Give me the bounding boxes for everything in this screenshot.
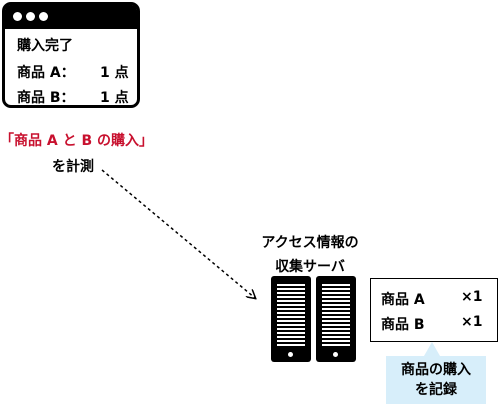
record-item-name: 商品 B xyxy=(381,317,425,333)
record-callout: 商品の購入 を記録 xyxy=(386,356,486,404)
record-item-qty: ×1 xyxy=(461,289,483,305)
window-title: 購入完了 xyxy=(17,38,73,54)
callout-tail xyxy=(424,342,440,356)
purchase-record-box: 商品 A ×1 商品 B ×1 xyxy=(370,278,498,342)
record-item-qty: ×1 xyxy=(461,314,483,330)
callout-line2: を記録 xyxy=(415,382,457,398)
server-icon xyxy=(271,276,311,362)
callout-line1: 商品の購入 xyxy=(401,362,471,378)
measure-action-caption: を計測 xyxy=(52,159,94,175)
measure-target-caption: 「商品 A と B の購入」 xyxy=(0,133,154,149)
record-item-name: 商品 A xyxy=(381,292,425,308)
window-dot-icon xyxy=(13,12,22,21)
server-slots xyxy=(277,284,305,346)
server-title-line1: アクセス情報の xyxy=(261,235,359,251)
window-row-value: 1 点 xyxy=(100,90,129,106)
window-dot-icon xyxy=(26,12,35,21)
server-led-icon xyxy=(333,352,338,357)
window-titlebar xyxy=(5,5,137,29)
window-row-value: 1 点 xyxy=(100,65,129,81)
server-icon xyxy=(316,276,356,362)
purchase-complete-window: 購入完了 商品 A： 1 点 商品 B： 1 点 xyxy=(2,2,140,108)
window-row-label: 商品 B： xyxy=(17,90,75,106)
window-row-label: 商品 A： xyxy=(17,65,75,81)
window-dot-icon xyxy=(39,12,48,21)
server-slots xyxy=(322,284,350,346)
server-title-line2: 収集サーバ xyxy=(275,259,345,275)
server-led-icon xyxy=(288,352,293,357)
